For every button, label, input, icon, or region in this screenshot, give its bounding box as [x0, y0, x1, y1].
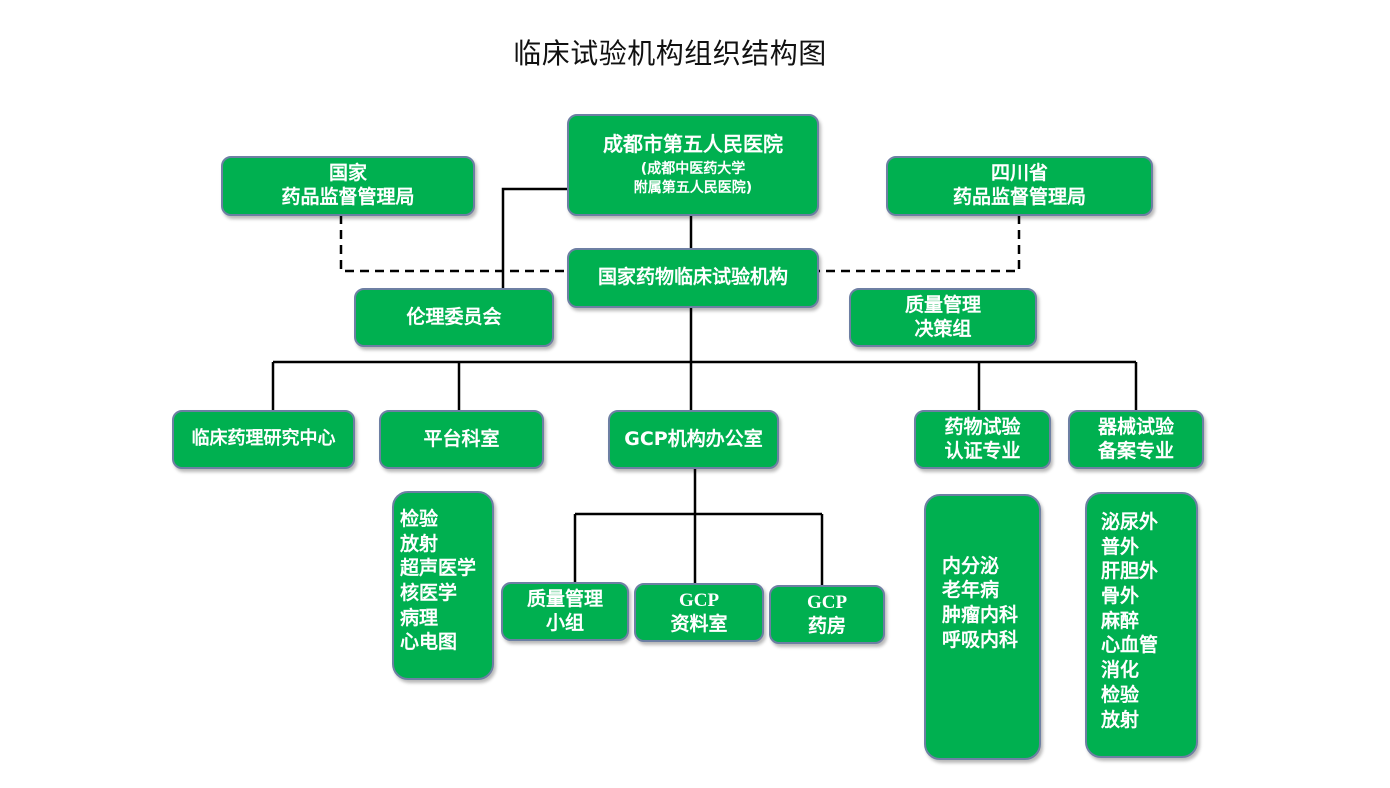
gcp-pharmacy-line2: 药房 [807, 614, 846, 637]
gcp-office-node: GCP机构办公室 [608, 410, 779, 469]
list-item: 超声医学 [400, 557, 477, 580]
drug-trial-node: 药物试验 认证专业 [914, 410, 1051, 469]
ethics-committee-node: 伦理委员会 [354, 288, 554, 347]
gcp-pharmacy-node: GCP 药房 [769, 585, 885, 644]
list-item: 麻醉 [1101, 609, 1140, 632]
dashed-line-sichuan [819, 215, 1021, 273]
list-item: 心电图 [400, 631, 458, 654]
institution-node: 国家药物临床试验机构 [567, 248, 819, 308]
list-item: 泌尿外 [1101, 511, 1159, 533]
pharmacology-label: 临床药理研究中心 [191, 428, 336, 450]
nmpa-line2: 药品监督管理局 [281, 186, 415, 208]
quality-decision-line1: 质量管理 [904, 293, 981, 316]
list-item: 肿瘤内科 [942, 604, 1019, 626]
list-item: 检验 [1101, 683, 1140, 706]
gcp-pharmacy-line1: GCP [806, 591, 848, 613]
hospital-node: 成都市第五人民医院 (成都中医药大学 附属第五人民医院) [567, 114, 819, 216]
platform-dept-list: 检验 放射 超声医学 核医学 病理 心电图 [392, 491, 494, 680]
quality-group-line1: 质量管理 [526, 587, 603, 610]
gcp-data-room-node: GCP 资料室 [634, 583, 764, 642]
dashed-supervision-lines [339, 215, 1021, 273]
list-item: 内分泌 [942, 554, 1000, 577]
device-trial-line2: 备案专业 [1097, 439, 1174, 462]
list-item: 呼吸内科 [942, 628, 1019, 651]
device-trial-line1: 器械试验 [1097, 415, 1174, 438]
solid-connector-lines [271, 187, 1138, 586]
list-item: 核医学 [400, 582, 458, 605]
list-item: 消化 [1101, 659, 1140, 682]
ethics-label: 伦理委员会 [406, 305, 502, 328]
list-item: 心血管 [1101, 634, 1159, 657]
pharmacology-center-node: 临床药理研究中心 [172, 410, 355, 469]
dashed-line-nmpa [339, 215, 568, 273]
drug-trial-line2: 认证专业 [944, 439, 1021, 462]
sichuan-line1: 四川省 [990, 162, 1048, 185]
quality-group-line2: 小组 [545, 611, 584, 634]
drug-specialty-list: 内分泌 老年病 肿瘤内科 呼吸内科 [924, 494, 1041, 760]
sichuan-line2: 药品监督管理局 [952, 186, 1086, 208]
gcp-data-line2: 资料室 [670, 612, 728, 635]
page-title: 临床试验机构组织结构图 [513, 37, 827, 70]
institution-label: 国家药物临床试验机构 [597, 266, 788, 289]
platform-dept-node: 平台科室 [379, 410, 544, 469]
list-item: 普外 [1101, 535, 1140, 558]
gcp-data-line1: GCP [678, 589, 720, 611]
line-hospital-ethics [501, 187, 568, 288]
quality-decision-node: 质量管理 决策组 [849, 288, 1037, 347]
device-specialty-list: 泌尿外 普外 肝胆外 骨外 麻醉 心血管 消化 检验 放射 [1085, 492, 1198, 758]
quality-group-node: 质量管理 小组 [501, 582, 629, 641]
list-item: 放射 [1101, 708, 1140, 731]
list-item: 老年病 [942, 579, 1000, 602]
hospital-name: 成都市第五人民医院 [603, 132, 783, 157]
list-item: 骨外 [1101, 585, 1140, 608]
sichuan-nmpa-node: 四川省 药品监督管理局 [886, 156, 1153, 216]
gcp-office-label: GCP机构办公室 [624, 427, 763, 450]
list-item: 放射 [400, 532, 439, 555]
nmpa-line1: 国家 [328, 162, 367, 185]
hospital-affiliation-line1: (成都中医药大学 [640, 161, 746, 178]
list-item: 检验 [400, 508, 439, 530]
device-trial-node: 器械试验 备案专业 [1068, 410, 1204, 469]
hospital-affiliation-line2: 附属第五人民医院) [633, 180, 753, 196]
platform-label: 平台科室 [423, 427, 500, 450]
quality-decision-line2: 决策组 [914, 317, 972, 340]
nmpa-node: 国家 药品监督管理局 [221, 156, 475, 216]
drug-trial-line1: 药物试验 [944, 415, 1021, 438]
list-item: 肝胆外 [1101, 560, 1159, 583]
list-item: 病理 [400, 606, 439, 629]
